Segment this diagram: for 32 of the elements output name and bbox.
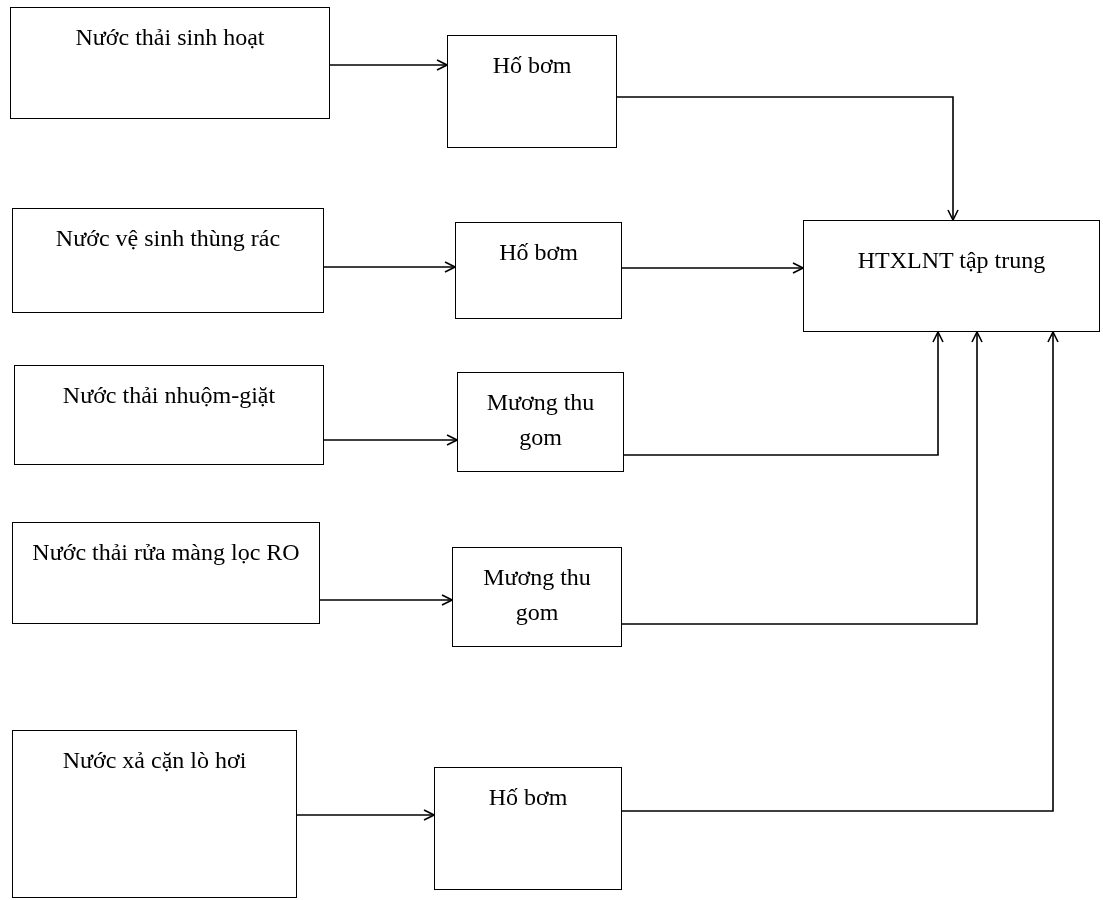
arrow [623, 331, 944, 456]
box-label: Nước thải sinh hoạt [74, 23, 266, 52]
box-label: HTXLNT tập trung [856, 246, 1047, 275]
collection-channel-box [452, 547, 622, 647]
source-box [10, 7, 330, 119]
treatment-plant-box [803, 220, 1100, 332]
box-label: Hố bơm [487, 783, 569, 812]
arrow [319, 594, 453, 606]
pump-pit-box [434, 767, 622, 890]
arrow [621, 331, 983, 625]
box-label: Mương thu gom [485, 388, 596, 452]
collection-channel-box [457, 372, 624, 472]
box-label: Nước thải rửa màng lọc RO [31, 538, 301, 567]
source-box [12, 730, 297, 898]
box-label: Hố bơm [498, 238, 579, 267]
source-box [12, 522, 320, 624]
box-label: Nước vệ sinh thùng rác [54, 224, 282, 253]
source-box [12, 208, 324, 313]
arrow [329, 59, 448, 71]
source-box [14, 365, 324, 465]
box-label: Nước thải nhuộm-giặt [61, 381, 277, 410]
pump-pit-box [455, 222, 622, 319]
arrow [616, 96, 959, 221]
box-label: Mương thu gom [482, 563, 592, 627]
arrow [621, 331, 1059, 812]
box-label: Hố bơm [491, 51, 573, 80]
arrow [323, 261, 456, 273]
pump-pit-box [447, 35, 617, 148]
arrow [296, 809, 435, 821]
arrow [323, 434, 458, 446]
arrow [621, 262, 804, 274]
box-label: Nước xả cặn lò hơi [61, 746, 248, 775]
